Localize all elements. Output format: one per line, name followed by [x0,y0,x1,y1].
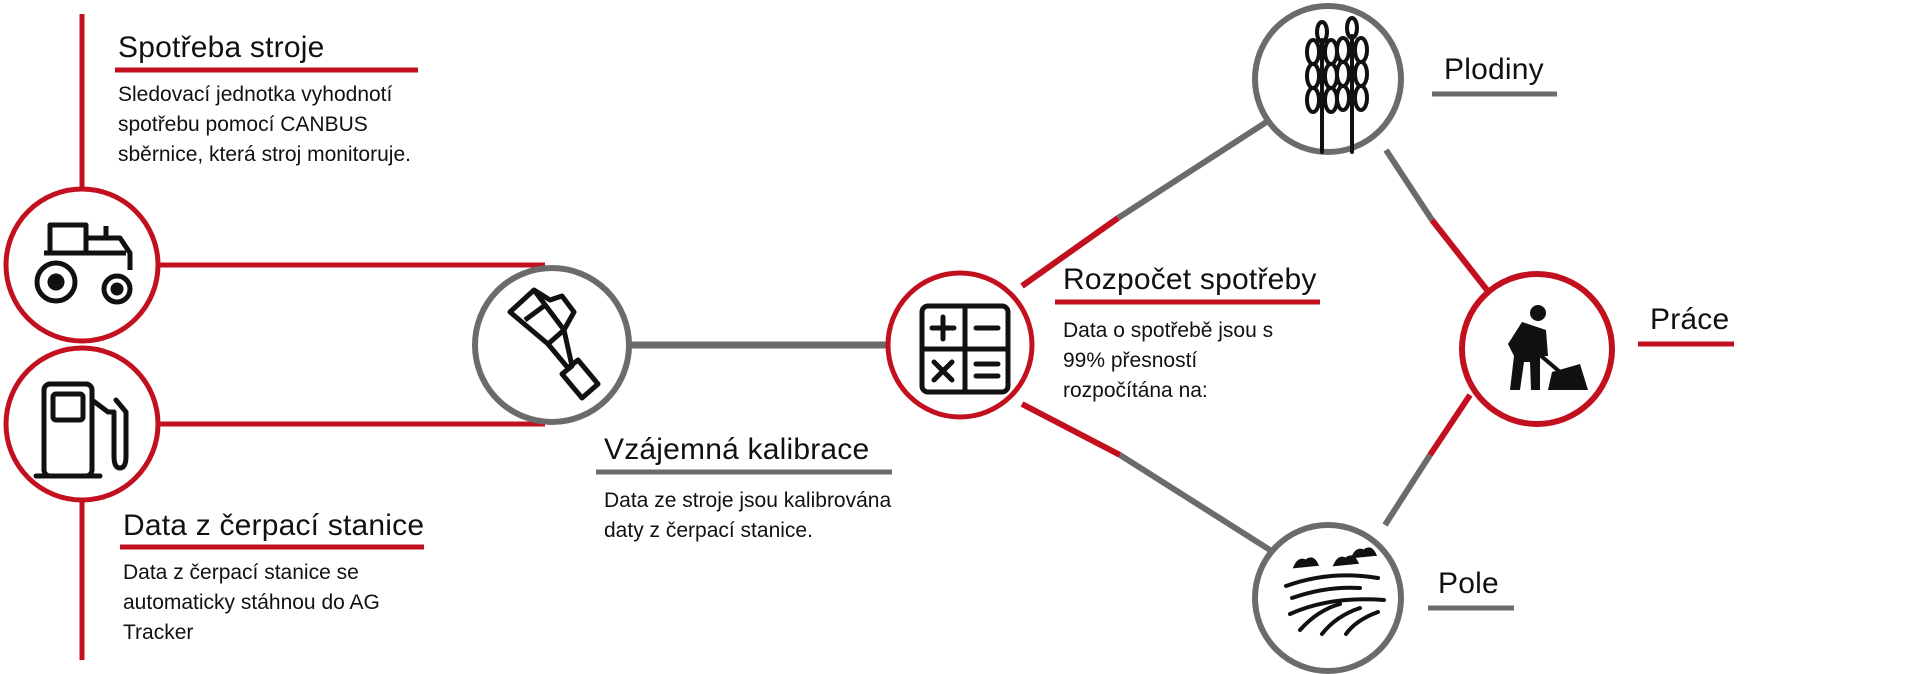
wheat-icon [1305,16,1369,154]
calculator-icon [919,303,1011,395]
tractor-icon [34,222,133,305]
connector-calculator-field-gray [1118,452,1272,553]
crops-label: Plodiny [1444,53,1544,86]
station-description: Data z čerpací stanice se automaticky st… [123,561,380,644]
connector-wheat-worker-red [1429,218,1490,292]
field-icon [1284,547,1386,636]
connector-calculator-wheat-gray [1116,118,1270,221]
wrench-icon [507,287,601,401]
machine-title: Spotřeba stroje [118,31,325,64]
fuel-pump-icon [33,381,129,479]
calibration-description: Data ze stroje jsou kalibrována daty z č… [604,489,892,542]
machine-description: Sledovací jednotka vyhodnotí spotřebu po… [118,83,411,166]
connector-calculator-wheat-red [1020,215,1120,289]
connector-worker-field-red [1427,393,1473,457]
connector-worker-field-gray [1382,453,1433,527]
wheat-node [1252,3,1404,155]
tractor-node [3,186,161,344]
budget-description: Data o spotřebě jsou s 99% přesností roz… [1063,319,1274,402]
work-label: Práce [1650,303,1730,336]
worker-node [1459,271,1615,427]
worker-shovel-icon [1508,305,1588,390]
field-label: Pole [1438,567,1499,600]
connector-calculator-field-red [1020,401,1122,458]
field-node [1252,522,1404,674]
pump-node [3,345,161,503]
station-title: Data z čerpací stanice [123,509,425,542]
calculator-node [885,270,1035,420]
wrench-node [472,265,632,425]
connector-wheat-worker-gray [1383,148,1435,222]
budget-title: Rozpočet spotřeby [1063,263,1317,296]
calibration-title: Vzájemná kalibrace [604,433,870,466]
